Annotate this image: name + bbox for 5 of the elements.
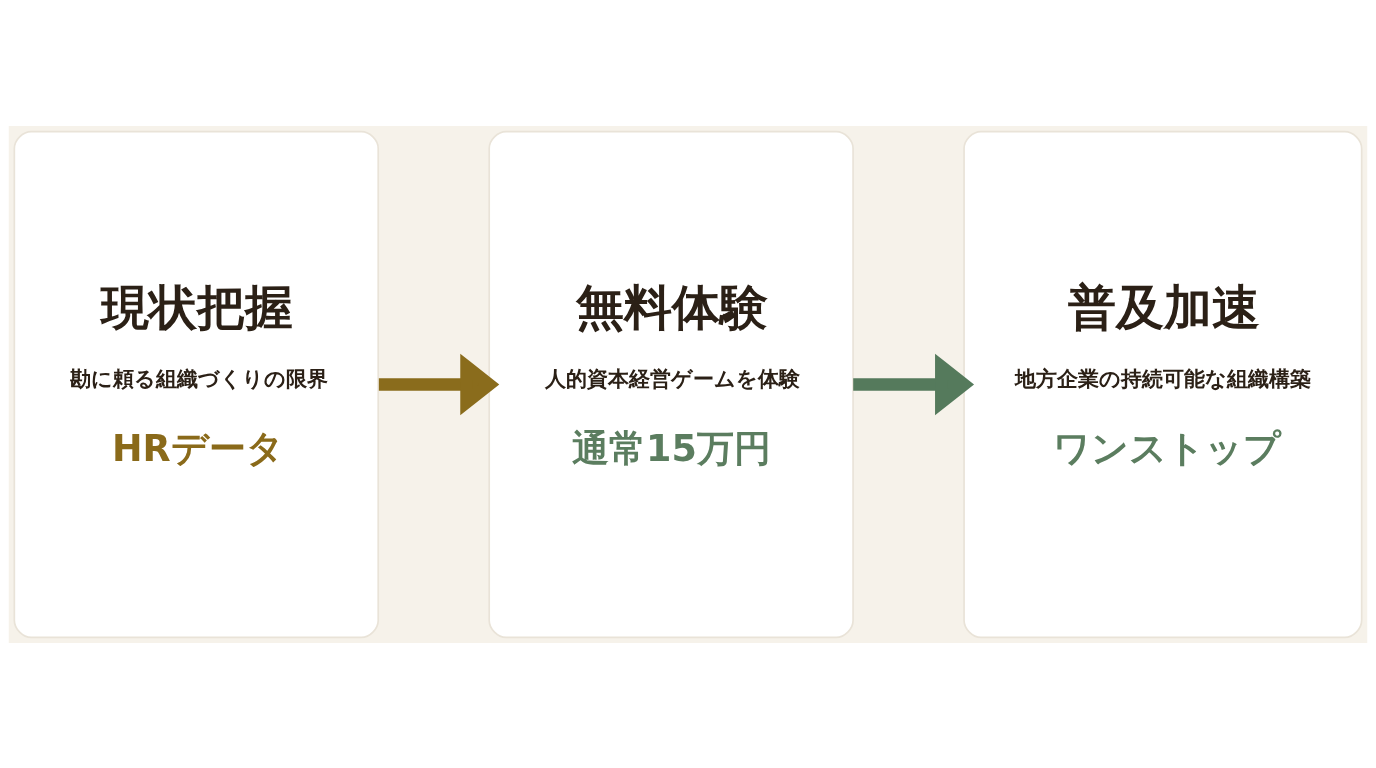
node-box: 現状把握 勘に頼る組織づくりの限界 HRデータ	[13, 130, 380, 638]
arrow	[853, 353, 975, 415]
arrow	[378, 353, 500, 415]
node-box: 普及加速 地方企業の持続可能な組織構築 ワンストップ	[963, 130, 1363, 638]
node-box: 無料体験 人的資本経営ゲームを体験 通常15万円	[488, 130, 854, 638]
